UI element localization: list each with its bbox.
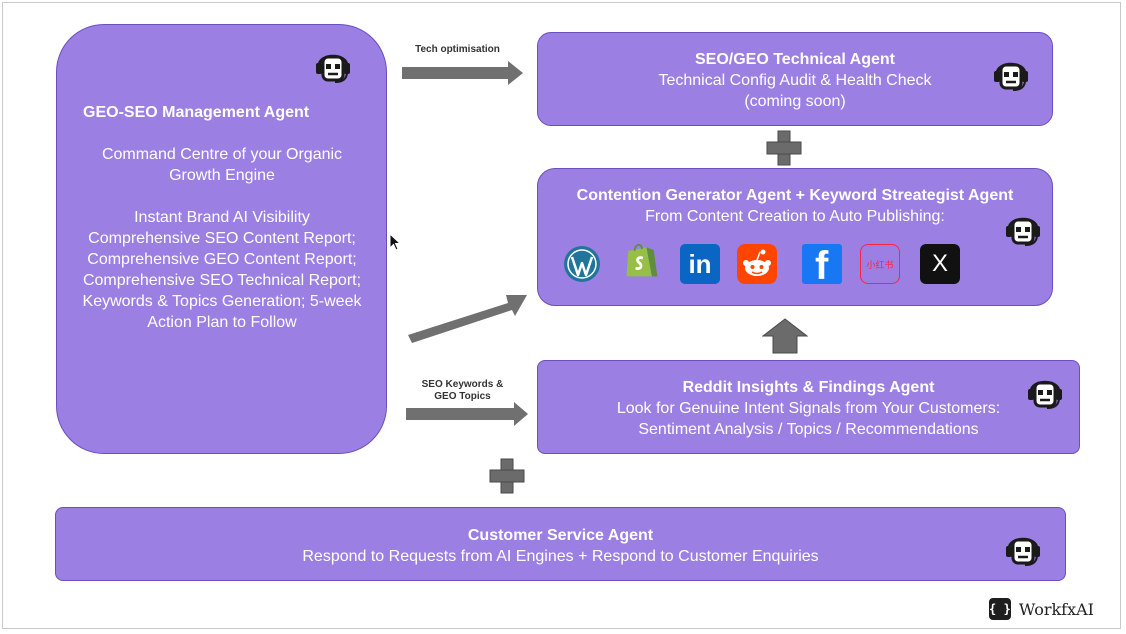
reddit-agent-title: Reddit Insights & Findings Agent — [682, 379, 935, 396]
plus-icon-top — [766, 130, 802, 166]
customer-agent-box: Customer Service Agent Respond to Reques… — [55, 507, 1066, 581]
arrow-up-to-content — [762, 318, 808, 354]
technical-agent-line1: Technical Config Audit & Health Check — [658, 72, 932, 89]
arrow-to-technical — [402, 61, 523, 85]
linkedin-icon-text: in — [688, 248, 712, 279]
content-agent-line1: From Content Creation to Auto Publishing… — [645, 208, 945, 225]
management-agent-line1: Command Centre of your Organic Growth En… — [101, 146, 343, 184]
customer-robot-icon — [1003, 527, 1043, 569]
management-robot-icon — [313, 44, 353, 86]
customer-agent-line1: Respond to Requests from AI Engines + Re… — [302, 548, 819, 565]
management-agent-line2: Instant Brand AI Visibility Comprehensiv… — [82, 209, 362, 331]
content-agent-title: Contention Generator Agent + Keyword Str… — [576, 187, 1014, 204]
brand-name: WorkfxAI — [1018, 599, 1094, 619]
wordpress-icon — [564, 246, 600, 282]
technical-agent-title: SEO/GEO Technical Agent — [694, 51, 896, 68]
technical-agent-line2: (coming soon) — [744, 93, 846, 110]
management-agent-title: GEO-SEO Management Agent — [83, 104, 310, 121]
linkedin-icon: in — [680, 244, 720, 284]
x-icon: X — [920, 244, 960, 284]
reddit-robot-icon — [1025, 370, 1065, 412]
management-agent-box: GEO-SEO Management Agent Command Centre … — [56, 24, 387, 454]
seo-keywords-label-line2: GEO Topics — [434, 391, 491, 402]
facebook-icon-text: f — [815, 244, 829, 284]
arrow-to-reddit — [406, 402, 528, 426]
x-icon-text: X — [931, 250, 948, 277]
reddit-agent-line1: Look for Genuine Intent Signals from You… — [616, 400, 1001, 417]
technical-robot-icon — [991, 52, 1031, 94]
tech-optimisation-label: Tech optimisation — [415, 44, 500, 55]
reddit-icon — [737, 244, 777, 284]
content-robot-icon — [1003, 207, 1043, 249]
xiaohongshu-icon: 小红书 — [860, 244, 900, 284]
shopify-icon — [626, 243, 658, 277]
mouse-cursor-icon — [389, 233, 401, 251]
reddit-agent-line2: Sentiment Analysis / Topics / Recommenda… — [638, 421, 979, 438]
plus-icon-bottom — [489, 458, 525, 494]
customer-agent-title: Customer Service Agent — [467, 527, 654, 544]
brand-mark-icon: { } — [988, 598, 1011, 620]
reddit-agent-box: Reddit Insights & Findings Agent Look fo… — [537, 360, 1080, 454]
xiaohongshu-icon-text: 小红书 — [866, 260, 894, 271]
seo-keywords-label: SEO Keywords & GEO Topics — [410, 379, 515, 403]
arrow-to-content — [408, 295, 527, 343]
technical-agent-box: SEO/GEO Technical Agent Technical Config… — [537, 32, 1053, 126]
seo-keywords-label-line1: SEO Keywords & — [421, 379, 504, 390]
brand-logo: { } WorkfxAI — [988, 598, 1094, 620]
content-agent-box: Contention Generator Agent + Keyword Str… — [537, 168, 1053, 306]
facebook-icon: f — [802, 244, 842, 284]
